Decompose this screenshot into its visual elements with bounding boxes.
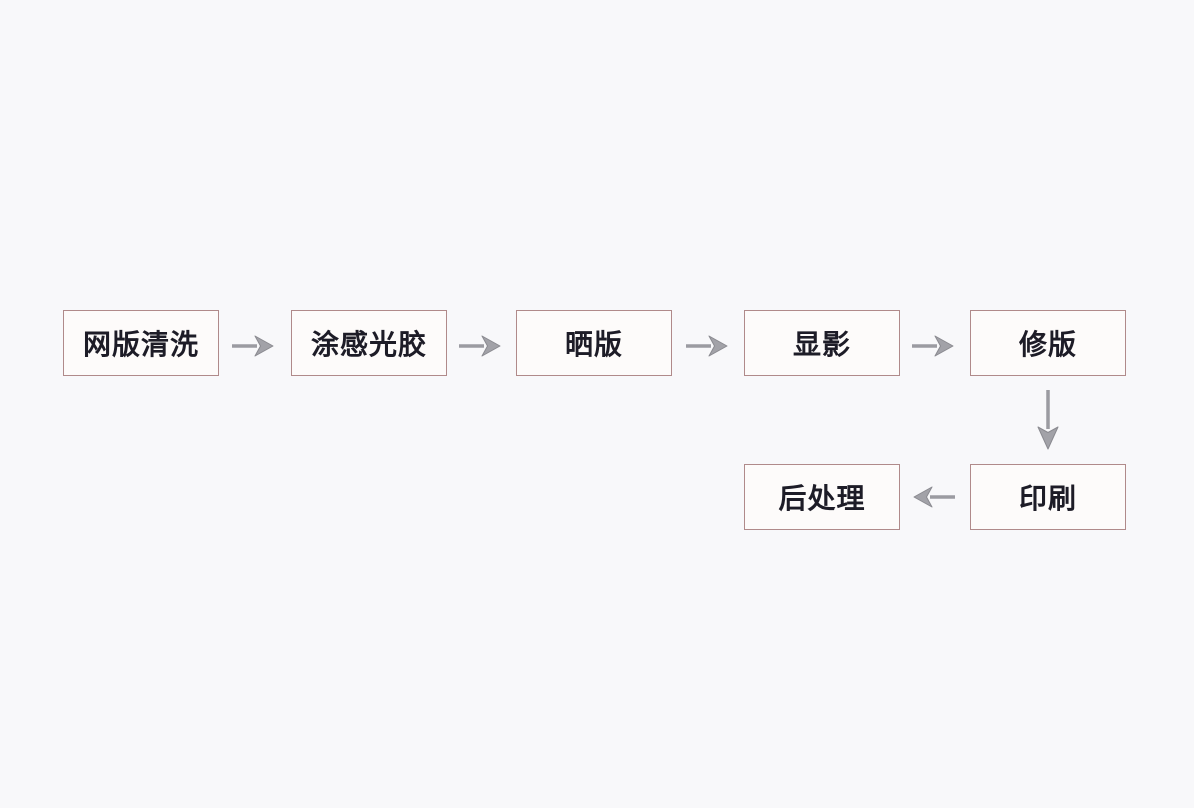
- node-label: 后处理: [778, 483, 866, 514]
- arrow-right-icon: [457, 331, 503, 361]
- node-label: 涂感光胶: [310, 329, 427, 360]
- node-plate-exposure: 晒版: [516, 310, 672, 376]
- arrow-right-icon: [230, 331, 276, 361]
- node-label: 晒版: [564, 329, 623, 360]
- node-label: 显影: [792, 329, 851, 360]
- node-coat-emulsion: 涂感光胶: [291, 310, 447, 376]
- arrow-down-icon: [1033, 388, 1063, 452]
- node-printing: 印刷: [970, 464, 1126, 530]
- node-screen-cleaning: 网版清洗: [63, 310, 219, 376]
- node-label: 网版清洗: [82, 329, 199, 360]
- arrow-left-icon: [911, 482, 957, 512]
- node-developing: 显影: [744, 310, 900, 376]
- node-label: 修版: [1018, 329, 1077, 360]
- arrow-right-icon: [684, 331, 730, 361]
- arrow-right-icon: [910, 331, 956, 361]
- node-plate-retouch: 修版: [970, 310, 1126, 376]
- node-label: 印刷: [1018, 483, 1077, 514]
- node-post-processing: 后处理: [744, 464, 900, 530]
